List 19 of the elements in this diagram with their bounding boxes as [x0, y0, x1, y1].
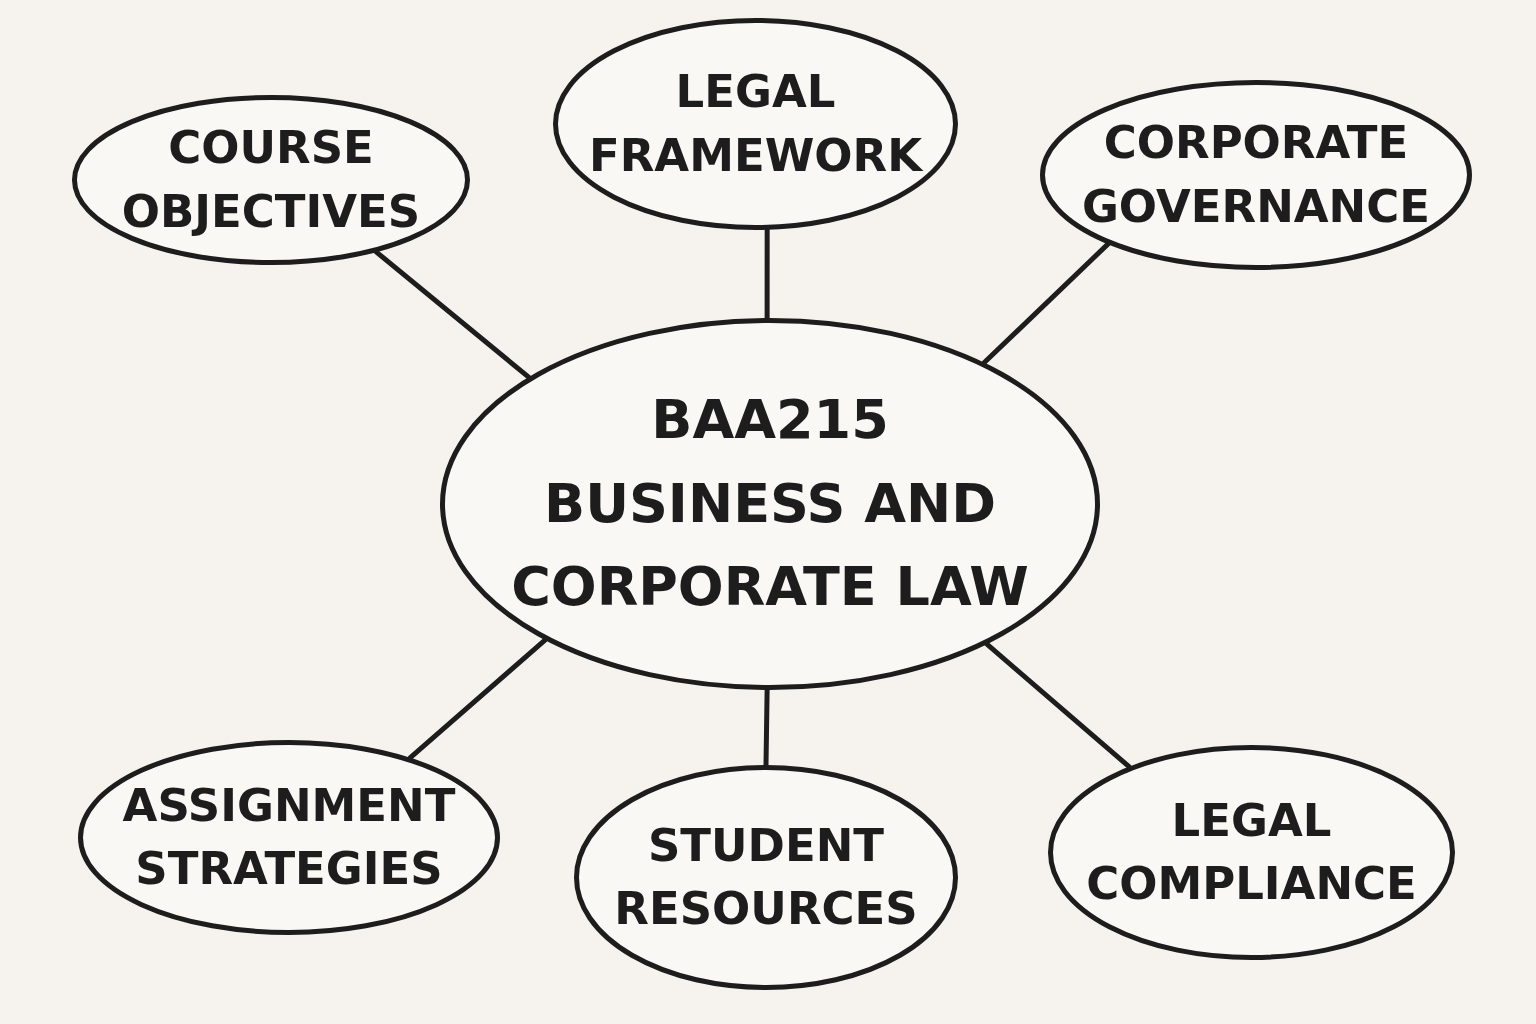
topic-label: LEGAL FRAMEWORK [587, 64, 924, 184]
connector-line [407, 637, 548, 761]
connector-line [984, 641, 1132, 770]
central-topic-label: BAA215 BUSINESS AND CORPORATE LAW [510, 387, 1030, 621]
central-topic-ellipse [440, 318, 1100, 690]
topic-ellipse [1040, 80, 1472, 270]
connector-line [373, 249, 532, 380]
topic-ellipse [1048, 745, 1455, 960]
connector-line [981, 241, 1111, 366]
topic-label: CORPORATE GOVERNANCE [1080, 115, 1432, 235]
topic-ellipse [574, 765, 958, 990]
connector-line [764, 227, 770, 321]
topic-ellipse [553, 18, 958, 230]
topic-label: LEGAL COMPLIANCE [1085, 792, 1418, 913]
topic-ellipse [72, 95, 470, 265]
topic-ellipse [78, 740, 500, 935]
topic-label: ASSIGNMENT STRATEGIES [121, 777, 457, 898]
topic-label: COURSE OBJECTIVES [120, 120, 422, 240]
topic-label: STUDENT RESOURCES [613, 817, 919, 938]
